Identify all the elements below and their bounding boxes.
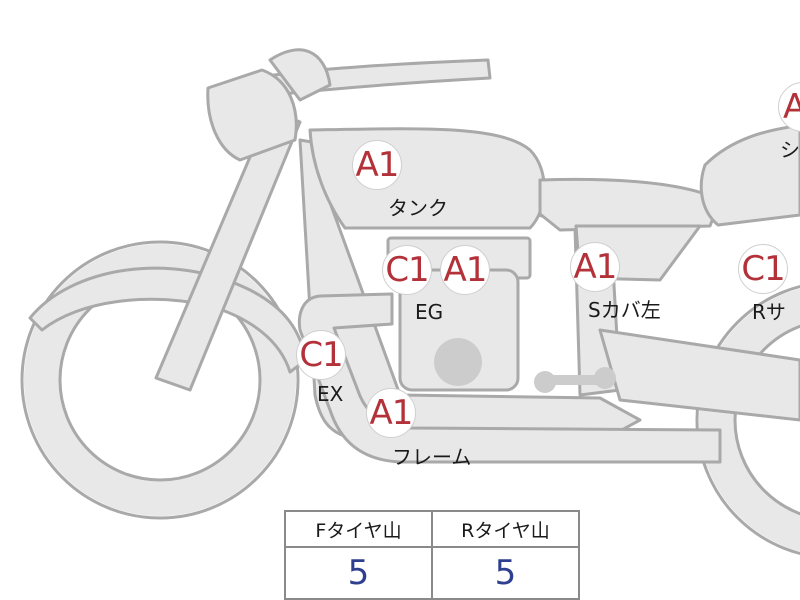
rear-wheel — [695, 285, 800, 555]
engine-label: EG — [415, 300, 444, 324]
exhaust-label: EX — [317, 382, 344, 406]
frame-grade-badge: A1 — [366, 388, 416, 438]
seat-label: シ — [780, 138, 800, 162]
headlight — [206, 68, 298, 162]
frame-label: フレーム — [392, 445, 472, 469]
side-cover-grade-badge: A1 — [570, 242, 620, 292]
rear-sus-label: Rサ — [752, 300, 786, 324]
rear-sus-grade-badge: C1 — [738, 244, 788, 294]
rear-tire-tread-header: Rタイヤ山 — [431, 510, 580, 548]
seat — [699, 123, 800, 227]
tank-label: タンク — [388, 196, 448, 220]
engine-grade-badge-c1: C1 — [382, 245, 432, 295]
front-wheel — [20, 240, 300, 520]
exhaust-grade-badge: C1 — [296, 330, 346, 380]
rear-tire-tread-value: 5 — [431, 546, 580, 600]
footpeg — [534, 367, 616, 393]
engine-grade-badge-a1: A1 — [440, 245, 490, 295]
tire-tread-table: Fタイヤ山 Rタイヤ山 5 5 — [284, 510, 580, 600]
side-cover-panel — [538, 177, 722, 232]
engine-cover — [434, 338, 482, 386]
side-cover-label: Sカバ左 — [588, 298, 661, 322]
front-tire-tread-value: 5 — [284, 546, 433, 600]
front-tire-tread-header: Fタイヤ山 — [284, 510, 433, 548]
headlight-stay — [268, 48, 332, 102]
tank-grade-badge: A1 — [352, 140, 402, 190]
